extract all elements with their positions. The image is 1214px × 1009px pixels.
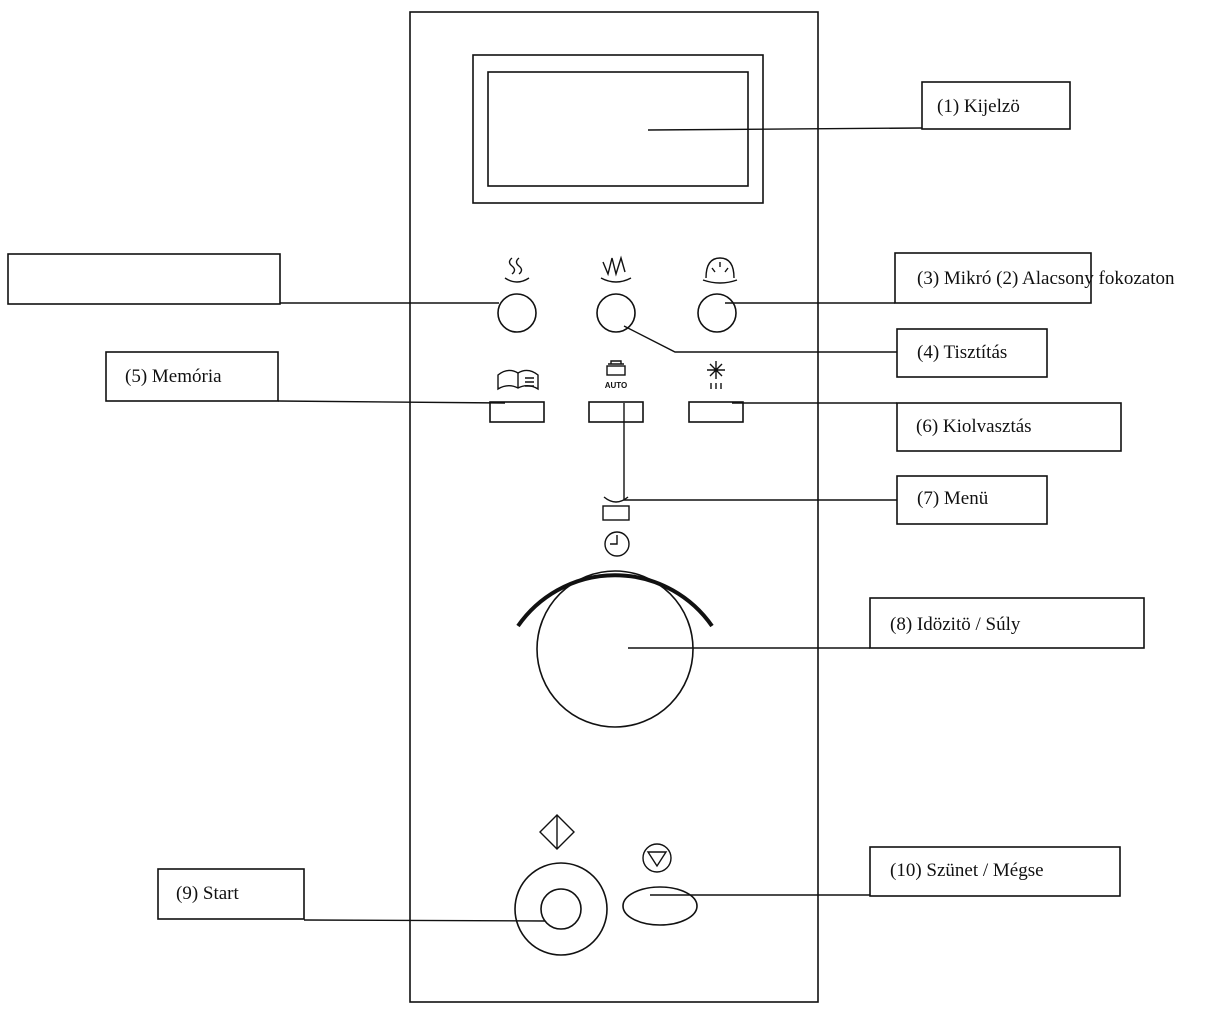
leader-display [647,127,923,131]
grill-button[interactable] [596,293,636,333]
label-cleaning: (4) Tisztítás [917,342,1007,363]
label-box-display: (1) Kijelzö [921,81,1071,130]
label-box-start: (9) Start [157,868,305,920]
start-button-ring[interactable] [514,862,608,956]
label-box-memory: (5) Memória [105,351,279,402]
panel-outline [409,11,819,1003]
label-timer-weight: (8) Idözitö / Súly [890,614,1021,635]
scale-icon [602,496,630,521]
label-display: (1) Kijelzö [937,96,1020,117]
auto-cook-icon: AUTO [605,360,628,390]
label-pause-cancel: (10) Szünet / Mégse [890,860,1044,881]
start-icon [539,814,575,850]
dial-arc [516,573,714,628]
leader-cleaning [623,325,897,353]
clock-icon [604,531,630,557]
start-button[interactable] [540,888,582,930]
label-memory: (5) Memória [125,366,222,387]
leader-menu [623,403,897,501]
label-box-pause-cancel: (10) Szünet / Mégse [869,846,1121,897]
label-box-menu: (7) Menü [896,475,1048,525]
book-icon [497,369,539,391]
leader-lines [277,127,923,922]
auto-icon-text: AUTO [605,381,628,390]
timer-weight-dial[interactable] [536,570,694,728]
label-box-micro-low: (3) Mikró (2) Alacsony fokozaton [894,252,1175,304]
microwave-icon [702,257,738,284]
label-box-timer-weight: (8) Idözitö / Súly [869,597,1145,649]
steam-icon [504,257,530,283]
pause-cancel-button[interactable] [622,886,698,926]
leader-memory [277,400,506,404]
defrost-icon [707,361,725,389]
microwave-button[interactable] [697,293,737,333]
stop-icon [642,843,672,873]
auto-menu-button[interactable] [588,401,644,423]
leader-start [303,919,546,922]
label-micro-low: (3) Mikró (2) Alacsony fokozaton [917,268,1175,289]
label-box-defrost: (6) Kiolvasztás [896,402,1122,452]
label-defrost: (6) Kiolvasztás [916,416,1032,437]
grill-icon [600,255,632,283]
steam-button[interactable] [497,293,537,333]
label-start: (9) Start [176,883,240,904]
label-box-empty [7,253,281,305]
label-menu: (7) Menü [917,488,989,509]
label-box-cleaning: (4) Tisztítás [896,328,1048,378]
defrost-button[interactable] [688,401,744,423]
memory-button[interactable] [489,401,545,423]
